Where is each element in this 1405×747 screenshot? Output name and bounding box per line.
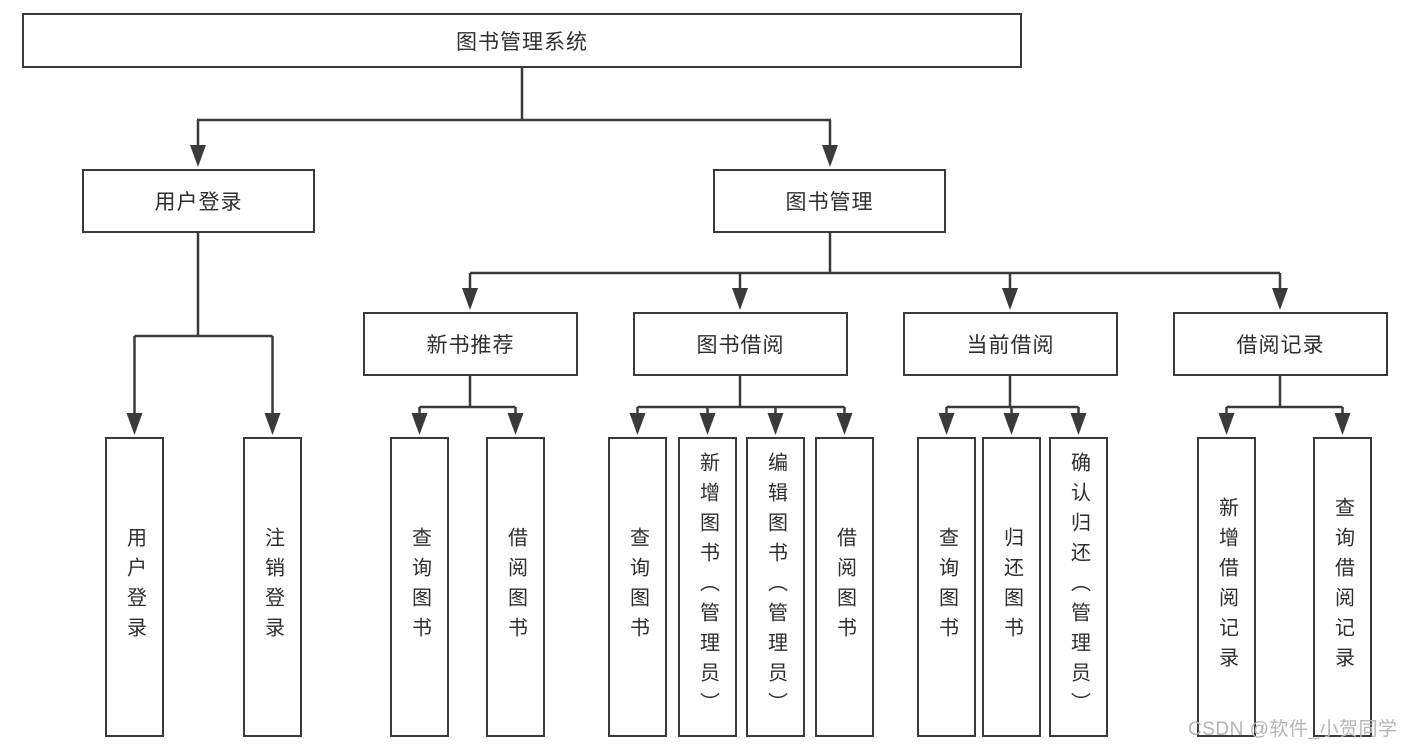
leaf-return-book: 归还图书 xyxy=(982,437,1041,737)
leaf-recommend-borrow-book: 借阅图书 xyxy=(486,437,545,737)
node-book-management: 图书管理 xyxy=(713,169,946,233)
node-book-borrow: 图书借阅 xyxy=(633,312,848,376)
leaf-add-book-admin-label: 新增图书（管理员） xyxy=(696,452,719,722)
node-book-borrow-label: 图书借阅 xyxy=(696,334,785,357)
leaf-edit-book-admin-label: 编辑图书（管理员） xyxy=(764,452,787,722)
leaf-recommend-query-book: 查询图书 xyxy=(390,437,449,737)
leaf-user-login-label: 用户登录 xyxy=(123,527,146,647)
node-new-book-recommend-label: 新书推荐 xyxy=(426,334,515,357)
leaf-logout-label: 注销登录 xyxy=(261,527,284,647)
leaf-return-book-label: 归还图书 xyxy=(1000,527,1023,647)
node-library-system: 图书管理系统 xyxy=(22,13,1022,68)
leaf-confirm-return-admin: 确认归还（管理员） xyxy=(1049,437,1108,737)
leaf-query-borrow-record-label: 查询借阅记录 xyxy=(1331,497,1354,677)
leaf-logout: 注销登录 xyxy=(243,437,302,737)
leaf-current-query-book-label: 查询图书 xyxy=(935,527,958,647)
leaf-query-borrow-record: 查询借阅记录 xyxy=(1313,437,1372,737)
node-current-borrow-label: 当前借阅 xyxy=(966,334,1055,357)
leaf-add-borrow-record-label: 新增借阅记录 xyxy=(1215,497,1238,677)
leaf-add-book-admin: 新增图书（管理员） xyxy=(678,437,737,737)
csdn-watermark: CSDN @软件_小贺同学 xyxy=(1188,719,1398,740)
node-new-book-recommend: 新书推荐 xyxy=(363,312,578,376)
leaf-add-borrow-record: 新增借阅记录 xyxy=(1197,437,1256,737)
node-borrow-records-label: 借阅记录 xyxy=(1236,334,1325,357)
leaf-user-login: 用户登录 xyxy=(105,437,164,737)
leaf-current-query-book: 查询图书 xyxy=(917,437,976,737)
leaf-borrow-query-book-label: 查询图书 xyxy=(626,527,649,647)
node-library-system-label: 图书管理系统 xyxy=(456,30,588,54)
leaf-borrow-book-label: 借阅图书 xyxy=(833,527,856,647)
leaf-recommend-borrow-book-label: 借阅图书 xyxy=(504,527,527,647)
node-current-borrow: 当前借阅 xyxy=(903,312,1118,376)
node-user-login: 用户登录 xyxy=(82,169,315,233)
leaf-edit-book-admin: 编辑图书（管理员） xyxy=(746,437,805,737)
node-book-management-label: 图书管理 xyxy=(785,191,874,214)
leaf-borrow-book: 借阅图书 xyxy=(815,437,874,737)
node-user-login-label: 用户登录 xyxy=(154,191,243,214)
leaf-borrow-query-book: 查询图书 xyxy=(608,437,667,737)
leaf-confirm-return-admin-label: 确认归还（管理员） xyxy=(1067,452,1090,722)
node-borrow-records: 借阅记录 xyxy=(1173,312,1388,376)
leaf-recommend-query-book-label: 查询图书 xyxy=(408,527,431,647)
